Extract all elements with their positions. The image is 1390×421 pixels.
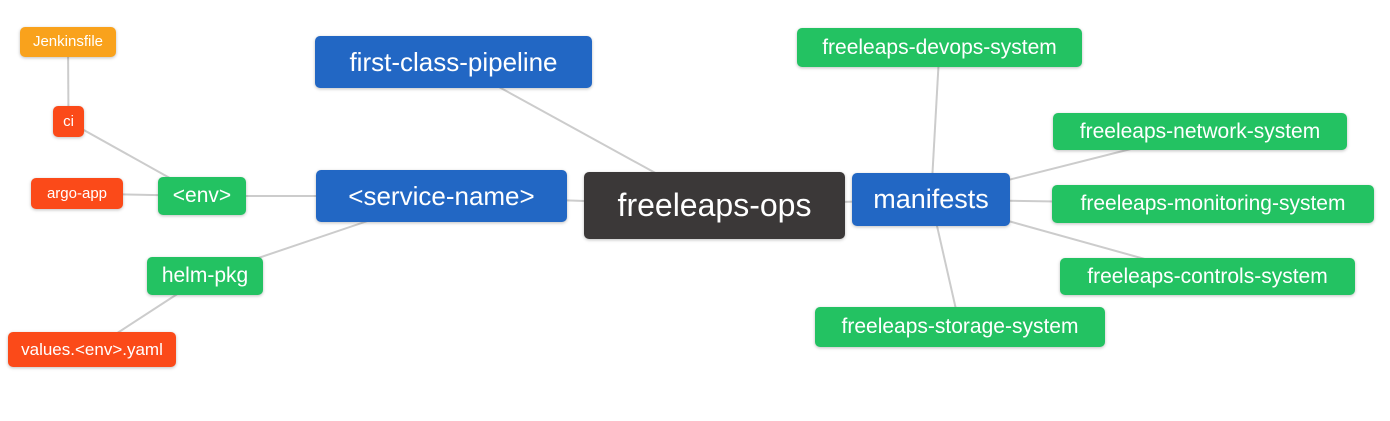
node-label: freeleaps-ops (617, 187, 812, 223)
node-label: freeleaps-monitoring-system (1080, 192, 1346, 215)
node-manifests[interactable]: manifests (852, 173, 1010, 226)
node-ci[interactable]: ci (53, 106, 84, 137)
node-label: values.<env>.yaml (21, 339, 163, 359)
node-freeleaps-network-system[interactable]: freeleaps-network-system (1053, 113, 1347, 150)
node-label: argo-app (46, 184, 108, 202)
node-label: ci (63, 112, 74, 130)
node-label: manifests (873, 183, 989, 214)
node-label: <service-name> (348, 180, 535, 211)
node-freeleaps-storage-system[interactable]: freeleaps-storage-system (815, 307, 1105, 347)
node-values-env-yaml[interactable]: values.<env>.yaml (8, 332, 176, 367)
node-label: <env> (172, 184, 232, 207)
node-first-class-pipeline[interactable]: first-class-pipeline (315, 36, 592, 88)
node-label: freeleaps-devops-system (822, 35, 1057, 59)
node-label: freeleaps-network-system (1079, 119, 1321, 143)
node-label: first-class-pipeline (349, 46, 558, 77)
node-service-name[interactable]: <service-name> (316, 170, 567, 222)
node-label: freeleaps-controls-system (1087, 264, 1328, 288)
node-freeleaps-controls-system[interactable]: freeleaps-controls-system (1060, 258, 1355, 295)
node-freeleaps-monitoring-system[interactable]: freeleaps-monitoring-system (1052, 185, 1374, 223)
node-helm-pkg[interactable]: helm-pkg (147, 257, 263, 295)
node-label: helm-pkg (161, 264, 249, 287)
node-argo-app[interactable]: argo-app (31, 178, 123, 209)
node-jenkinsfile[interactable]: Jenkinsfile (20, 27, 116, 57)
node-freeleaps-devops-system[interactable]: freeleaps-devops-system (797, 28, 1082, 67)
node-env[interactable]: <env> (158, 177, 246, 215)
node-freeleaps-ops[interactable]: freeleaps-ops (584, 172, 845, 239)
node-label: freeleaps-storage-system (841, 315, 1079, 338)
node-label: Jenkinsfile (32, 33, 104, 50)
